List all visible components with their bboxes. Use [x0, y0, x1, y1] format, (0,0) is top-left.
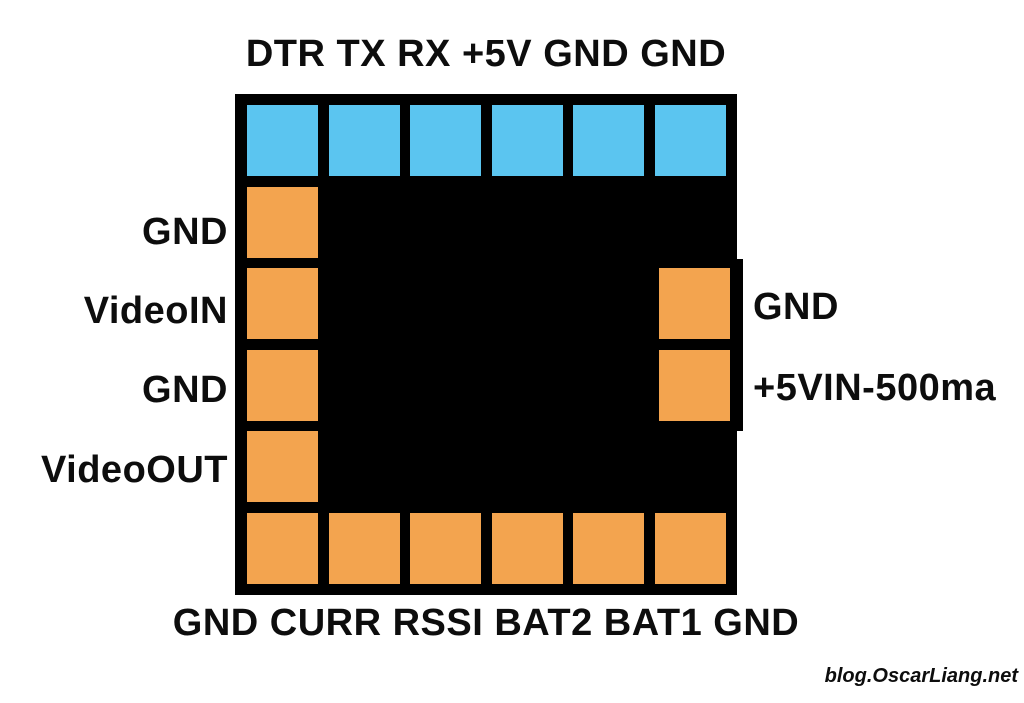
pad-bottom-3-rssi [410, 512, 481, 584]
right-pin-label-5vin-500ma: +5VIN-500ma [753, 367, 997, 409]
pad-left-3-gnd [247, 349, 318, 421]
pad-top-2-tx [328, 105, 400, 176]
pad-bottom-2-curr [328, 512, 400, 584]
pad-bottom-6-gnd [654, 512, 726, 584]
pad-left-4-videoout [247, 431, 318, 502]
pad-top-6-gnd [654, 105, 726, 176]
chip-right-tab [729, 259, 743, 431]
pad-top-1-dtr [247, 105, 318, 176]
pad-top-4-5v [491, 105, 563, 176]
left-pin-label-videoin: VideoIN [83, 290, 228, 332]
left-pin-label-gnd-2: GND [142, 369, 228, 411]
right-pin-label-gnd: GND [753, 286, 839, 328]
pad-right-1-gnd [658, 268, 730, 339]
chip-body [235, 94, 737, 595]
pad-top-5-gnd [573, 105, 644, 176]
pad-left-2-videoin [247, 268, 318, 339]
pad-bottom-1-gnd [247, 512, 318, 584]
top-pin-labels: DTR TX RX +5V GND GND [245, 33, 727, 75]
pad-left-1-gnd [247, 186, 318, 258]
bottom-pin-labels: GND CURR RSSI BAT2 BAT1 GND [172, 602, 800, 644]
watermark-blog-oscarliang: blog.OscarLiang.net [824, 665, 1018, 687]
pad-right-2-5vin-500ma [658, 349, 730, 421]
pad-top-3-rx [410, 105, 481, 176]
left-pin-label-videoout: VideoOUT [41, 449, 228, 491]
pad-bottom-4-bat2 [491, 512, 563, 584]
left-pin-label-gnd-1: GND [142, 211, 228, 253]
pad-bottom-5-bat1 [573, 512, 644, 584]
